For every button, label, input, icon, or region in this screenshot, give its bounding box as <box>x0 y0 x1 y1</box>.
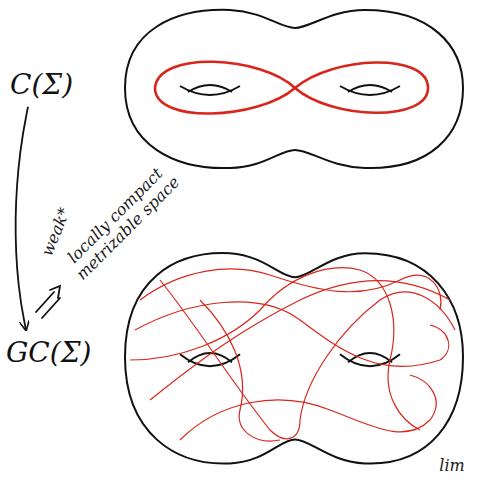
weak-convergence-arrow <box>16 107 28 330</box>
top-surface <box>125 10 463 168</box>
surface-outline <box>125 253 463 463</box>
handwritten-note: locally compact metrizable space <box>56 156 188 288</box>
random-curve <box>140 269 441 310</box>
space-label: C(Σ) <box>6 68 77 103</box>
figure-eight-curve <box>155 62 428 114</box>
random-curve <box>135 302 449 367</box>
surface-outline <box>125 10 463 168</box>
random-curve <box>180 375 436 440</box>
bottom-surface <box>125 253 463 463</box>
space-name: C(Σ) <box>10 70 73 101</box>
arrow-stroke <box>36 286 60 318</box>
random-curve <box>130 268 420 430</box>
space-label: GC(Σ) <box>2 336 95 371</box>
random-curve <box>200 300 280 441</box>
space-name: GC(Σ) <box>6 338 91 369</box>
surface-hole <box>180 85 240 95</box>
tangled-curves <box>130 268 455 441</box>
surface-hole <box>180 353 240 366</box>
handwritten-note: lim <box>427 457 477 475</box>
surface-hole <box>340 85 400 95</box>
random-curve <box>150 280 450 400</box>
small-double-arrow <box>36 286 60 318</box>
